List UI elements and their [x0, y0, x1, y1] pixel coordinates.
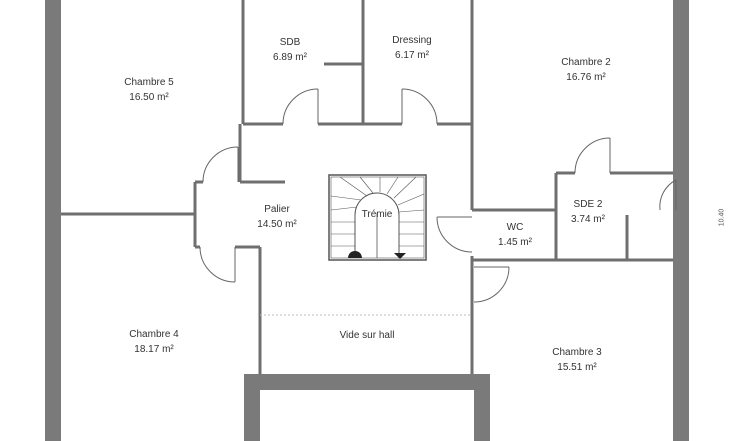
door-sdb — [282, 88, 319, 125]
door-chambre2 — [574, 137, 611, 174]
door-chambre5 — [202, 146, 239, 183]
room-area: 18.17 m² — [134, 344, 174, 355]
room-label-palier: Palier 14.50 m² — [257, 202, 296, 232]
room-name: Trémie — [361, 209, 393, 220]
room-label-chambre2: Chambre 2 16.76 m² — [561, 55, 610, 85]
room-area: 14.50 m² — [257, 219, 297, 230]
room-name: Chambre 4 — [129, 329, 179, 340]
room-label-chambre4: Chambre 4 18.17 m² — [129, 327, 178, 357]
door-wc — [436, 216, 473, 253]
dimension-label: 10.40 — [718, 208, 726, 227]
room-label-chambre3: Chambre 3 15.51 m² — [552, 345, 601, 375]
room-name: Vide sur hall — [339, 330, 395, 341]
exterior-wall-bottom — [244, 374, 490, 390]
room-label-vide: Vide sur hall — [340, 328, 395, 343]
room-label-dressing: Dressing 6.17 m² — [392, 33, 431, 63]
door-sde2 — [659, 179, 677, 211]
room-label-sde2: SDE 2 3.74 m² — [571, 197, 605, 227]
room-area: 6.89 m² — [273, 52, 307, 63]
exterior-wall-right — [673, 0, 689, 441]
room-label-chambre5: Chambre 5 16.50 m² — [124, 75, 173, 105]
interior-walls — [61, 0, 673, 374]
staircase — [328, 174, 427, 261]
room-label-tremie: Trémie — [362, 207, 393, 222]
room-label-sdb: SDB 6.89 m² — [273, 35, 307, 65]
door-chambre3 — [473, 266, 510, 303]
room-name: Chambre 2 — [561, 57, 611, 68]
room-name: Chambre 3 — [552, 347, 602, 358]
room-name: SDB — [279, 37, 301, 48]
room-name: WC — [506, 222, 524, 233]
door-chambre4 — [199, 246, 236, 283]
room-area: 15.51 m² — [557, 362, 597, 373]
room-area: 1.45 m² — [498, 237, 532, 248]
exterior-wall-bottom-right — [474, 374, 490, 441]
room-area: 16.76 m² — [566, 72, 606, 83]
room-area: 16.50 m² — [129, 92, 169, 103]
room-name: SDE 2 — [573, 199, 603, 210]
room-label-wc: WC 1.45 m² — [498, 220, 532, 250]
doors — [199, 88, 677, 303]
exterior-wall-bottom-left — [244, 374, 260, 441]
exterior-wall-left — [45, 0, 61, 441]
room-area: 6.17 m² — [395, 50, 429, 61]
room-name: Chambre 5 — [124, 77, 174, 88]
room-name: Dressing — [392, 35, 432, 46]
room-name: Palier — [264, 204, 290, 215]
room-area: 3.74 m² — [571, 214, 605, 225]
door-dressing — [401, 88, 438, 125]
